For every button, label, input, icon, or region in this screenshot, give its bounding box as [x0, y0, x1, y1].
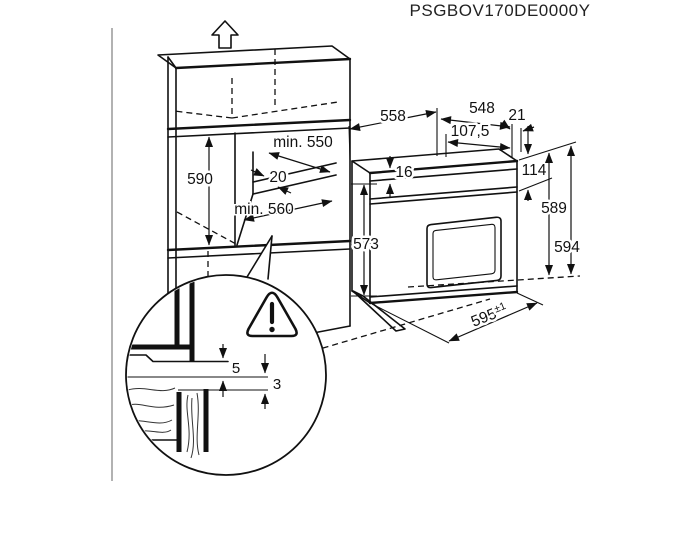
dim-door-gap: 21: [508, 107, 525, 124]
warning-triangle-icon: [246, 291, 298, 338]
dim-height-front: 594: [554, 239, 580, 256]
dim-panel-height: 114: [522, 162, 547, 179]
dim-gap-upper: 5: [232, 360, 240, 377]
dim-niche-width: min. 560: [234, 201, 294, 218]
dim-body-height: 573: [353, 236, 379, 253]
dim-top-inset: 16: [395, 164, 412, 181]
detail-circle: [125, 274, 327, 476]
dim-front-width: 595±1: [468, 300, 510, 331]
dim-cabinet-height: 590: [187, 171, 213, 188]
detail-callout: 5 3: [125, 235, 327, 476]
dim-oven-depth: 558: [380, 108, 406, 125]
oven-foot: [352, 290, 406, 332]
dim-height-back: 589: [541, 200, 567, 217]
cabinet-dimensions: 590 min. 550 20 min. 560: [185, 132, 336, 246]
oven-dimensions: 558 548 107,5 21 16 114 573 589 594: [312, 98, 583, 352]
product-code: PSGBOV170DE0000Y: [410, 1, 591, 20]
oven-door-window: [426, 216, 502, 289]
dim-oven-width: 548: [469, 100, 495, 117]
dim-panel-depth: 107,5: [451, 123, 490, 140]
dim-vent-gap: 20: [269, 169, 287, 186]
detail-dimensions: 5 3: [219, 344, 281, 409]
dim-niche-depth: min. 550: [273, 134, 333, 151]
up-arrow-icon: [211, 20, 239, 49]
dim-gap-lower: 3: [273, 376, 281, 393]
